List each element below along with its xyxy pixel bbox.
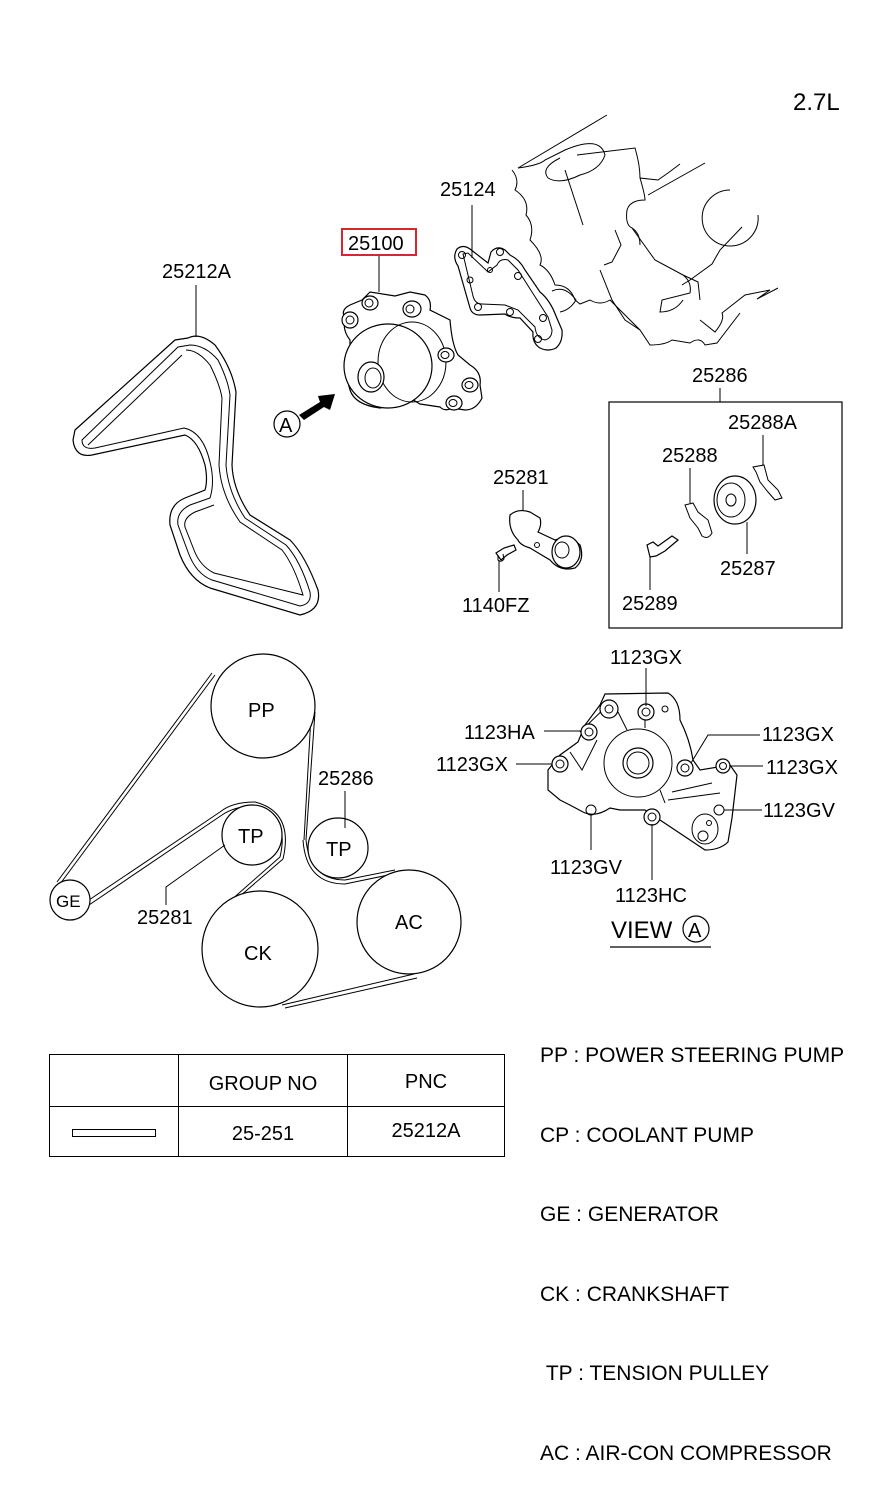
view-a-bolt-bottom[interactable]: 1123HC	[615, 885, 687, 907]
abbreviation-legend: PP : POWER STEERING PUMP CP : COOLANT PU…	[540, 990, 844, 1494]
tensioner-drawing	[495, 509, 583, 570]
pnc-header-symbol	[49, 1054, 179, 1107]
pnc-table: GROUP NO PNC 25-251 25212A	[49, 1054, 505, 1157]
view-a-bolt-upper-right[interactable]: 1123GX	[762, 724, 834, 746]
legend-meaning: COOLANT PUMP	[586, 1123, 754, 1147]
legend-item: AC : AIR-CON COMPRESSOR	[540, 1441, 832, 1465]
pnc-cell-pnc[interactable]: 25212A	[347, 1106, 505, 1157]
callout-idler-pulley[interactable]: 25287	[720, 558, 776, 580]
view-a-bolt-lower-right[interactable]: 1123GV	[763, 800, 836, 822]
pulley-ck: CK	[201, 890, 319, 1008]
callout-idler-kit[interactable]: 25286	[692, 365, 748, 387]
pulley-tp-25286: TP	[307, 817, 369, 879]
view-a-title-marker: A	[688, 920, 702, 942]
view-a-drawing	[547, 692, 738, 851]
gasket-drawing	[454, 245, 563, 351]
diagram-canvas: 2.7L 25124 25100	[49, 89, 843, 1009]
parts-diagram: 2.7L 25124 25100	[49, 89, 844, 1465]
pnc-cell-symbol	[49, 1106, 179, 1157]
pulley-tp-25286-label: TP	[326, 839, 352, 861]
pulley-ge-label: GE	[56, 892, 81, 911]
pnc-header-group-no: GROUP NO	[178, 1054, 348, 1107]
legend-item: CP : COOLANT PUMP	[540, 1123, 754, 1147]
legend-abbr: CP	[540, 1123, 569, 1147]
legend-item: PP : POWER STEERING PUMP	[540, 1044, 845, 1067]
table-row: 25-251 25212A	[49, 1106, 505, 1157]
belt-symbol-icon	[72, 1129, 156, 1137]
callout-idler-bracket[interactable]: 25288	[662, 445, 718, 467]
view-a-bolt-upper-left[interactable]: 1123HA	[464, 722, 535, 744]
legend-meaning: TENSION PULLEY	[589, 1362, 770, 1385]
pulley-ac: AC	[356, 869, 462, 975]
engine-title: 2.7L	[793, 89, 840, 116]
view-a-bolt-bottom-left[interactable]: 1123GV	[550, 857, 623, 879]
highlight-box	[341, 228, 417, 256]
view-a-marker-circle	[273, 410, 301, 438]
view-a-marker-letter: A	[279, 415, 293, 437]
engine-block-drawing	[511, 114, 779, 346]
view-a-leaders	[516, 668, 763, 880]
callout-belt[interactable]: 25212A	[162, 261, 232, 283]
legend-abbr: GE	[540, 1203, 571, 1226]
idler-kit-box	[608, 401, 843, 629]
pulley-tp-25281: TP	[221, 804, 283, 866]
idler-bracket-a-drawing	[752, 464, 783, 501]
callout-water-pump[interactable]: 25100	[348, 233, 404, 255]
view-a-arrow: A	[273, 394, 335, 438]
legend-meaning: POWER STEERING PUMP	[585, 1044, 845, 1067]
legend-item: TP : TENSION PULLEY	[545, 1362, 770, 1385]
tp-25281-leader	[165, 844, 226, 905]
idler-bolt-drawing	[646, 535, 679, 558]
legend-meaning: CRANKSHAFT	[586, 1282, 730, 1306]
idler-bracket-drawing	[684, 502, 713, 538]
pulley-ac-label: AC	[395, 912, 423, 934]
callout-idler-bolt[interactable]: 25289	[622, 593, 678, 615]
callout-gasket: 25124	[440, 179, 496, 201]
routing-callout-tp-25281[interactable]: 25281	[137, 907, 193, 929]
routing-callout-tp-25286[interactable]: 25286	[318, 768, 374, 790]
pulley-ge: GE	[49, 879, 91, 921]
legend-abbr: TP	[545, 1362, 573, 1385]
pulley-pp-label: PP	[248, 700, 275, 722]
view-a-bolt-top[interactable]: 1123GX	[610, 647, 682, 669]
view-a-bolt-right[interactable]: 1123GX	[766, 757, 838, 779]
idler-pulley-drawing	[713, 475, 757, 525]
pulley-ck-label: CK	[244, 943, 272, 965]
legend-meaning: AIR-CON COMPRESSOR	[585, 1441, 832, 1465]
legend-abbr: CK	[540, 1282, 570, 1306]
pnc-table-header-row: GROUP NO PNC	[49, 1054, 505, 1107]
pnc-cell-group-no: 25-251	[178, 1106, 348, 1157]
legend-abbr: PP	[540, 1044, 568, 1067]
callout-tensioner-bolt[interactable]: 1140FZ	[462, 595, 529, 617]
pnc-header-pnc: PNC	[347, 1054, 505, 1107]
view-a-title: VIEW	[611, 917, 673, 944]
view-a-bolt-left[interactable]: 1123GX	[436, 754, 508, 776]
legend-item: CK : CRANKSHAFT	[540, 1282, 730, 1306]
callout-idler-bracket-a[interactable]: 25288A	[728, 412, 798, 434]
view-a-title-marker-circle	[682, 915, 710, 943]
pulley-pp: PP	[210, 653, 316, 759]
legend-meaning: GENERATOR	[587, 1203, 719, 1226]
legend-abbr: AC	[540, 1441, 570, 1465]
pulley-tp-25281-label: TP	[238, 826, 264, 848]
legend-item: GE : GENERATOR	[540, 1203, 719, 1226]
serpentine-belt-drawing	[72, 335, 320, 616]
callout-tensioner-assy[interactable]: 25281	[493, 467, 549, 489]
water-pump-drawing	[341, 291, 483, 411]
